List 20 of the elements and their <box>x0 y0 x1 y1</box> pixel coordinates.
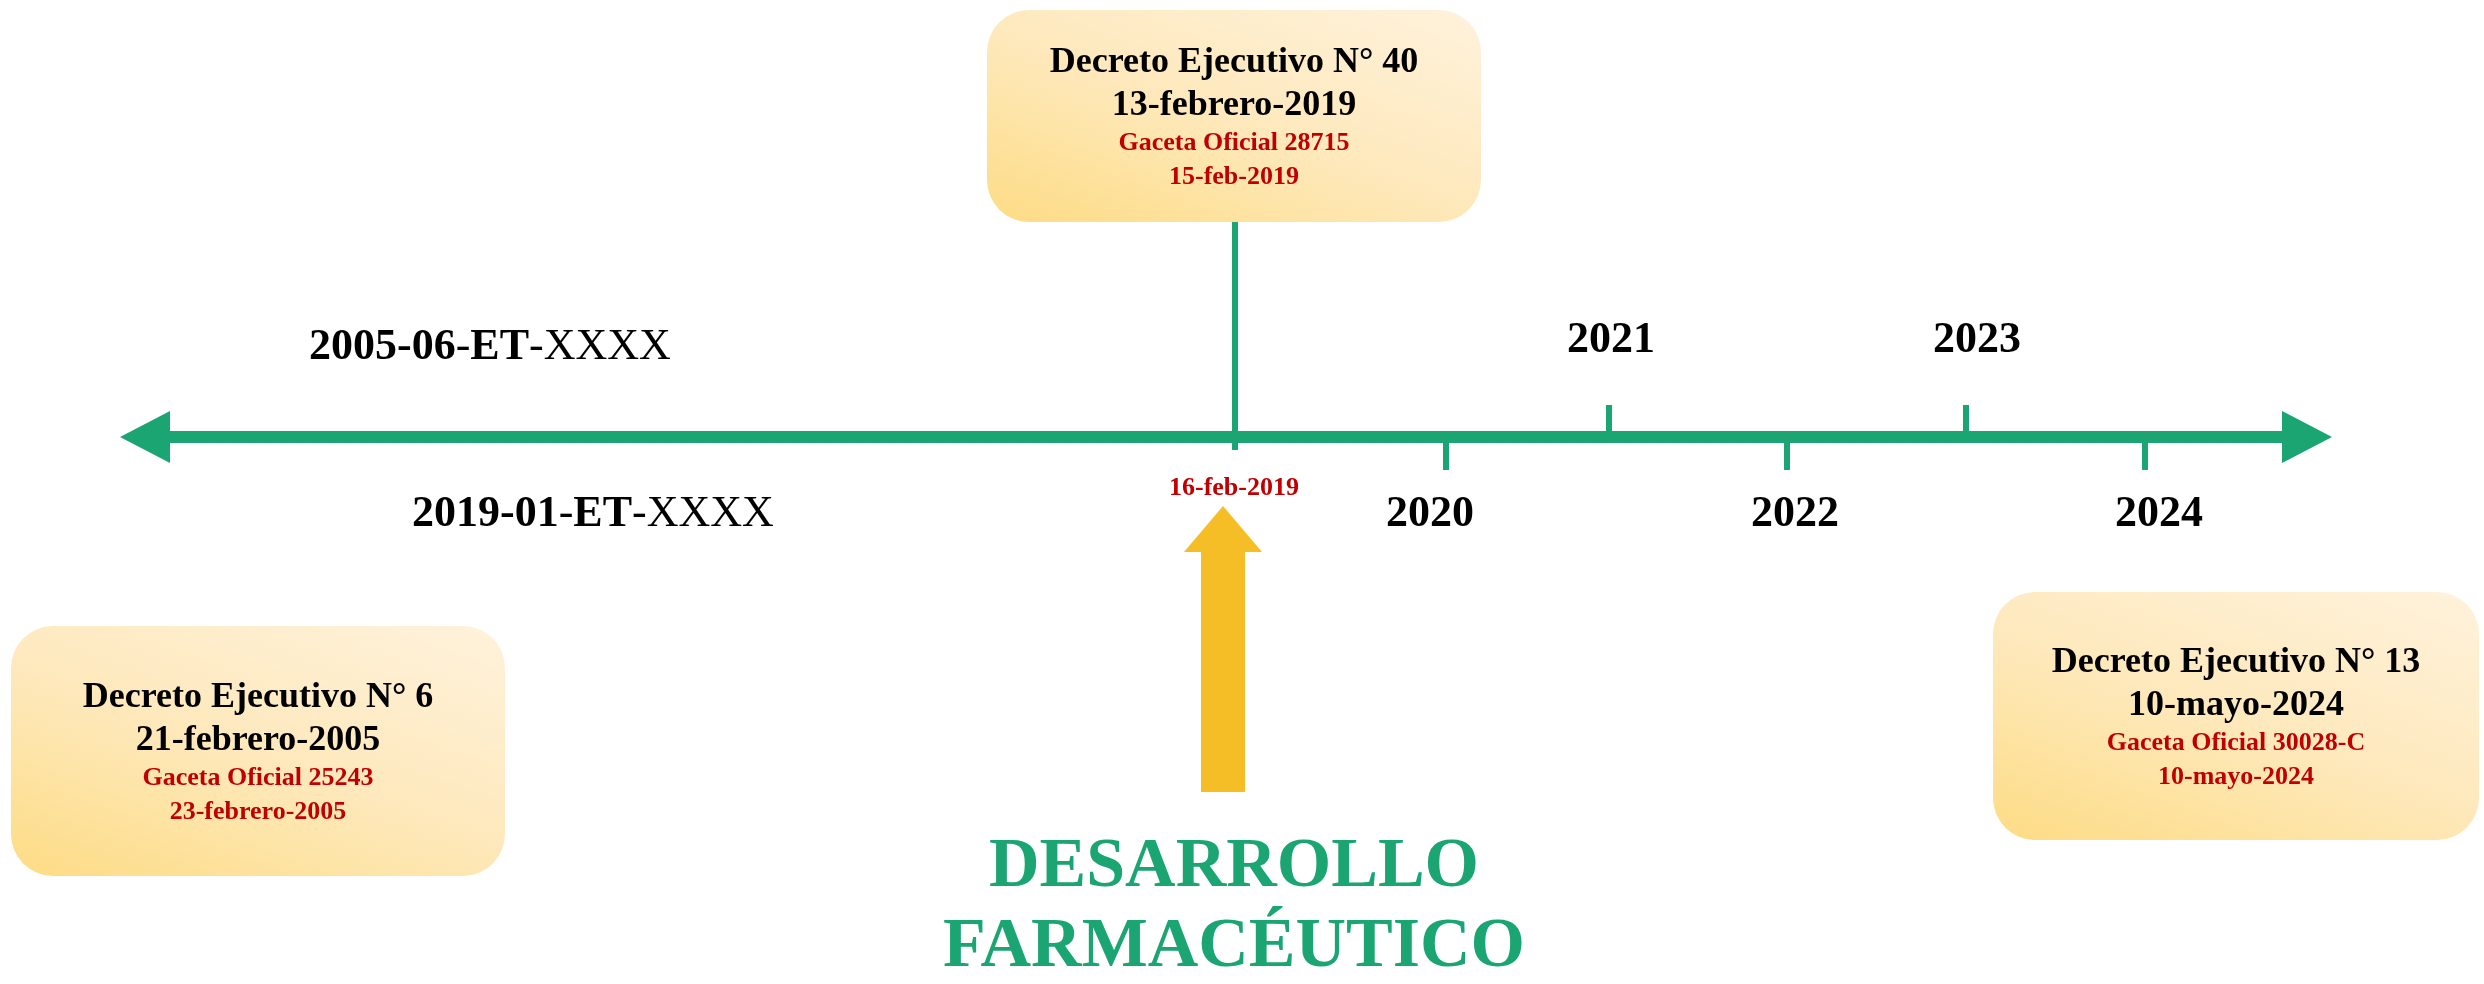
date-label: 16-feb-2019 <box>1169 472 1299 502</box>
decree-title: Decreto Ejecutivo N° 40 13-febrero-2019 <box>1048 39 1420 126</box>
decree-title: Decreto Ejecutivo N° 13 10-mayo-2024 <box>2050 639 2422 726</box>
year-label: 2024 <box>2115 488 2203 537</box>
topic-heading: DESARROLLO FARMACÉUTICO <box>942 822 1526 983</box>
code-label: 2005-06-ET-XXXX <box>309 321 671 370</box>
year-label: 2022 <box>1751 488 1839 537</box>
decree-title: Decreto Ejecutivo N° 6 21-febrero-2005 <box>81 674 435 761</box>
year-label: 2020 <box>1386 488 1474 537</box>
year-label: 2021 <box>1567 314 1655 363</box>
gazette-reference: Gaceta Oficial 30028-C 10-mayo-2024 <box>2105 726 2367 793</box>
connector-line <box>1232 222 1238 450</box>
arrow <box>1184 506 1262 792</box>
gazette-reference: Gaceta Oficial 25243 23-febrero-2005 <box>141 761 375 828</box>
decree-card <box>1993 592 2479 840</box>
code-label: 2019-01-ET-XXXX <box>412 488 774 537</box>
year-label: 2023 <box>1933 314 2021 363</box>
gazette-reference: Gaceta Oficial 28715 15-feb-2019 <box>1117 126 1351 193</box>
decree-card <box>987 10 1481 222</box>
decree-card <box>11 626 505 876</box>
